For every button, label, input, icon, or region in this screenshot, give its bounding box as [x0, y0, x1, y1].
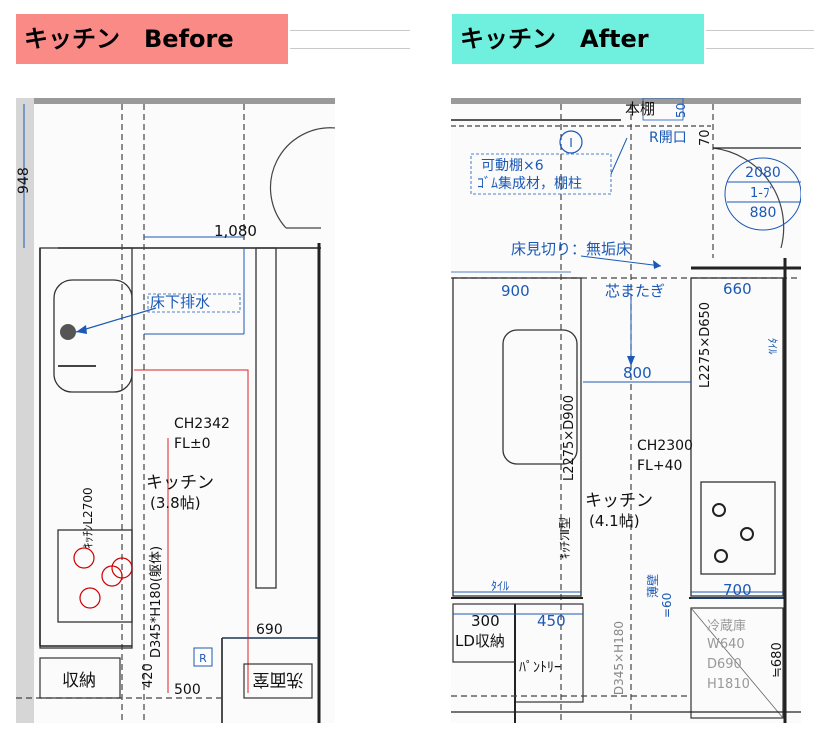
- ceiling-height: CH2342: [174, 416, 230, 432]
- dim-500: 500: [174, 682, 201, 698]
- room-name: キッチン: [146, 473, 214, 493]
- dim-1080: 1,080: [214, 222, 257, 240]
- dim-420: 420: [141, 663, 156, 688]
- after-floor-plan: I 本棚 R開口 70 50 可動棚×6 ｺﾞﾑ集成材，棚柱 2080 1-ﾌﾞ…: [451, 98, 801, 723]
- marker-r: R: [199, 652, 207, 665]
- divider-line: [706, 30, 814, 31]
- l2275-d650: L2275×D650: [698, 302, 713, 388]
- dim-680: ≒680: [770, 642, 785, 678]
- dim-660: 660: [723, 280, 752, 298]
- duct-size: D345×H180: [612, 621, 626, 695]
- dim-900: 900: [501, 282, 530, 300]
- before-floor-plan: R 1,080 948 床下排水 CH2342 FL±0 キッチン (3.8帖)…: [16, 98, 335, 723]
- floor-level: FL+40: [637, 458, 682, 474]
- fridge-width: W640: [707, 637, 745, 652]
- r-opening-label: R開口: [649, 130, 687, 146]
- thin-wall-label: 薄壁: [645, 574, 660, 598]
- dim-800: 800: [623, 364, 652, 382]
- floor-drain-label: 床下排水: [150, 293, 210, 311]
- dim-70: 70: [698, 129, 713, 146]
- door-type: 1-ﾌﾞ: [750, 186, 776, 201]
- fridge-depth: D690: [707, 657, 742, 672]
- shelf-note-2: ｺﾞﾑ集成材，棚柱: [477, 175, 582, 192]
- fridge-label: 冷蔵庫: [707, 619, 746, 634]
- ceiling-height: CH2300: [637, 438, 693, 454]
- straddle-label: 芯またぎ: [605, 282, 665, 300]
- washroom-label: 洗面室: [253, 669, 304, 689]
- before-title: キッチン Before: [16, 14, 288, 64]
- kitchen-type: ｷｯﾁﾝⅡ型: [558, 517, 572, 559]
- door-height: 2080: [745, 165, 781, 181]
- pantry-label: ﾊﾟﾝﾄﾘｰ: [519, 660, 561, 676]
- tile-label-1: ﾀｲﾙ: [766, 338, 779, 355]
- floor-trim-label: 床見切り：無垢床: [511, 240, 631, 258]
- floor-level: FL±0: [174, 436, 211, 452]
- dim-690: 690: [256, 622, 283, 638]
- room-size: (3.8帖): [150, 494, 201, 512]
- kitchen-length: ｷｯﾁﾝL2700: [81, 487, 95, 548]
- ld-storage-label: LD収納: [455, 632, 505, 650]
- room-name: キッチン: [585, 491, 653, 511]
- dim-300: 300: [471, 612, 500, 630]
- tile-label-2: ﾀｲﾙ: [491, 579, 509, 593]
- after-title: キッチン After: [452, 14, 704, 64]
- door-width: 880: [750, 205, 777, 221]
- shelf-note-1: 可動棚×6: [481, 158, 544, 174]
- dim-450: 450: [537, 612, 566, 630]
- duct-size: D345*H180(躯体): [148, 546, 164, 658]
- fridge-height: H1810: [707, 677, 750, 692]
- storage-label: 収納: [62, 671, 96, 691]
- divider-line: [290, 30, 410, 31]
- room-size: (4.1帖): [589, 512, 640, 530]
- marker-i: I: [569, 136, 573, 150]
- l2275-d900: L2275×D900: [562, 395, 577, 481]
- divider-line: [706, 48, 814, 49]
- dim-60: =60: [660, 593, 674, 618]
- divider-line: [290, 48, 410, 49]
- dim-50: 50: [674, 103, 688, 118]
- dim-948: 948: [16, 167, 32, 194]
- bookshelf-label: 本棚: [625, 100, 655, 118]
- dim-700: 700: [723, 581, 752, 599]
